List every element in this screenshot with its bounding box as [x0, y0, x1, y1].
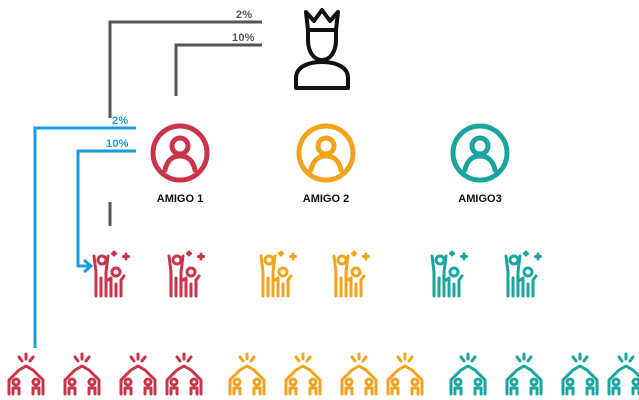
- high-five-icon: [503, 352, 545, 396]
- celebrating-group-icon: [165, 248, 211, 300]
- pct-label-mid-2: 2%: [112, 115, 129, 127]
- friend-avatar-3: [449, 122, 511, 184]
- high-five-icon: [384, 352, 426, 396]
- king-crown-icon: [286, 6, 358, 92]
- friend-label-1: AMIGO 1: [156, 193, 204, 205]
- celebrating-group-icon: [90, 248, 136, 300]
- high-five-icon: [559, 352, 601, 396]
- pct-label-top-10: 10%: [232, 32, 255, 44]
- high-five-icon: [5, 352, 47, 396]
- high-five-icon: [338, 352, 380, 396]
- celebrating-group-icon: [502, 248, 548, 300]
- blue-line-2pct: [33, 126, 136, 348]
- blue-line-10pct: [76, 149, 136, 268]
- gray-line-10pct: [174, 43, 262, 96]
- friend-avatar-1: [149, 122, 211, 184]
- high-five-icon: [605, 352, 639, 396]
- high-five-icon: [163, 352, 205, 396]
- friend-label-2: AMIGO 2: [302, 193, 350, 205]
- celebrating-group-icon: [330, 248, 376, 300]
- user-circle-icon: [450, 123, 510, 183]
- pct-label-mid-10: 10%: [106, 138, 129, 150]
- pct-label-top-2: 2%: [236, 9, 253, 21]
- high-five-icon: [61, 352, 103, 396]
- celebrating-group-icon: [257, 248, 303, 300]
- high-five-icon: [447, 352, 489, 396]
- gray-line-2pct: [108, 20, 262, 118]
- blue-arrowhead: [83, 258, 94, 274]
- high-five-icon: [282, 352, 324, 396]
- high-five-icon: [117, 352, 159, 396]
- user-circle-icon: [296, 123, 356, 183]
- celebrating-group-icon: [428, 248, 474, 300]
- user-circle-icon: [150, 123, 210, 183]
- high-five-icon: [226, 352, 268, 396]
- friend-label-3: AMIGO3: [458, 193, 502, 205]
- friend-avatar-2: [295, 122, 357, 184]
